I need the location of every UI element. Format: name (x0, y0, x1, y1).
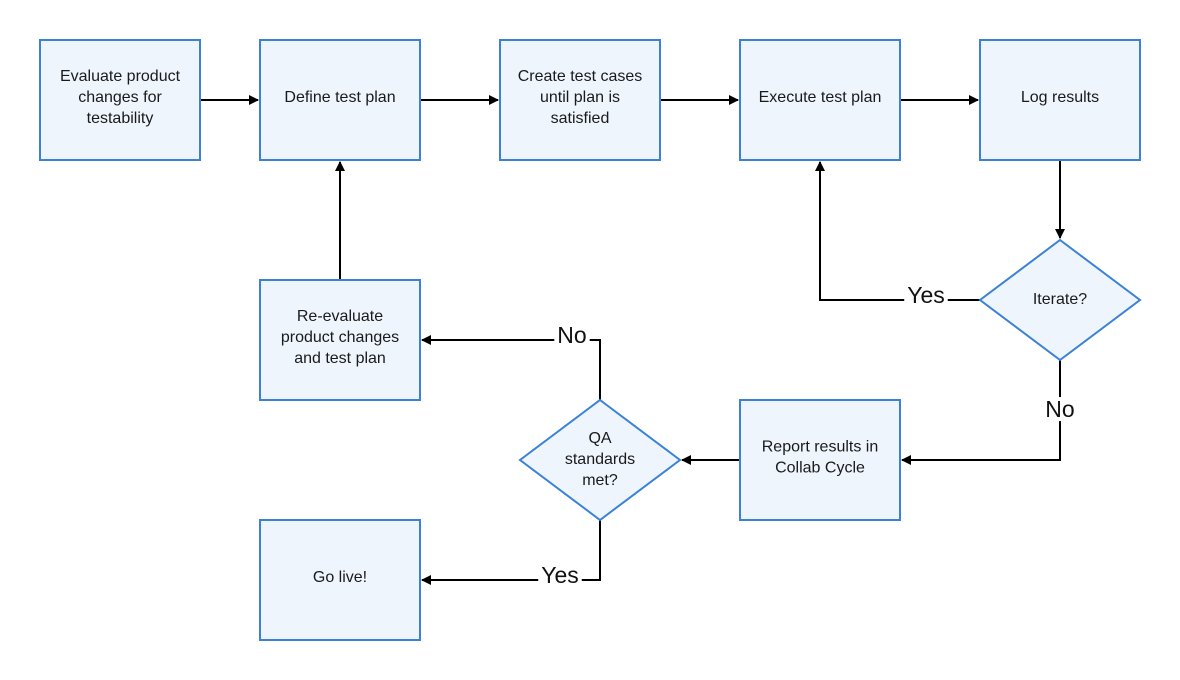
decision-diamond (518, 398, 682, 522)
node-label-line: Go live! (313, 569, 367, 586)
nodes-layer: Evaluate product changes for testability De… (39, 39, 1142, 641)
edge-label-background (904, 283, 948, 308)
node-golive: Go live! (259, 519, 421, 641)
node-qa: QA standards met? (518, 398, 682, 522)
edge-iterate-execute (815, 161, 980, 301)
edge-qa-golive (421, 520, 601, 585)
node-label-line: Log results (1021, 89, 1099, 106)
node-execute: Execute test plan (739, 39, 901, 161)
process-box (499, 39, 661, 161)
node-reevaluate: Re-evaluate product changes and test plan (259, 279, 421, 401)
edge-qa-reevaluate (421, 335, 601, 400)
node-create: Create test cases until plan is satisfied (499, 39, 661, 161)
node-evaluate: Evaluate product changes for testability (39, 39, 201, 161)
process-box (259, 519, 421, 641)
node-label-line: met? (582, 472, 618, 489)
node-label-line: product changes (281, 329, 399, 346)
edge-label-text: No (557, 322, 586, 348)
edge-label-background (1042, 397, 1078, 422)
process-box (259, 39, 421, 161)
edge-label-iterate-execute: Yes (904, 282, 948, 308)
node-label-line: Re-evaluate (297, 308, 383, 325)
node-log: Log results (979, 39, 1141, 161)
edge-label-qa-golive: Yes (538, 562, 582, 588)
node-label-line: Collab Cycle (775, 460, 865, 477)
node-report: Report results in Collab Cycle (739, 399, 901, 521)
node-label-line: Execute test plan (759, 89, 882, 106)
edge-label-background (538, 563, 582, 588)
node-label-line: Evaluate product (60, 68, 181, 85)
edge-iterate-report (901, 360, 1061, 465)
node-label-line: satisfied (551, 110, 610, 127)
node-label-line: until plan is (540, 89, 620, 106)
process-box (39, 39, 201, 161)
process-box (259, 279, 421, 401)
edge-label-text: Yes (541, 562, 579, 588)
node-label-line: Report results in (762, 439, 879, 456)
edge-label-qa-reevaluate: No (554, 322, 590, 348)
edge-label-background (554, 323, 590, 348)
node-label-line: Iterate? (1033, 291, 1087, 308)
node-iterate: Iterate? (978, 238, 1142, 362)
node-define: Define test plan (259, 39, 421, 161)
edge-label-iterate-report: No (1042, 396, 1078, 422)
process-box (739, 39, 901, 161)
decision-diamond (978, 238, 1142, 362)
edge-label-text: No (1045, 396, 1074, 422)
node-label-line: standards (565, 451, 635, 468)
node-label-line: changes for (78, 89, 162, 106)
node-label-line: testability (87, 110, 154, 127)
node-label-line: QA (588, 430, 611, 447)
process-box (739, 399, 901, 521)
edge-label-text: Yes (907, 282, 945, 308)
node-label-line: Create test cases (518, 68, 643, 85)
process-box (979, 39, 1141, 161)
node-label-line: and test plan (294, 350, 386, 367)
node-label-line: Define test plan (284, 89, 395, 106)
